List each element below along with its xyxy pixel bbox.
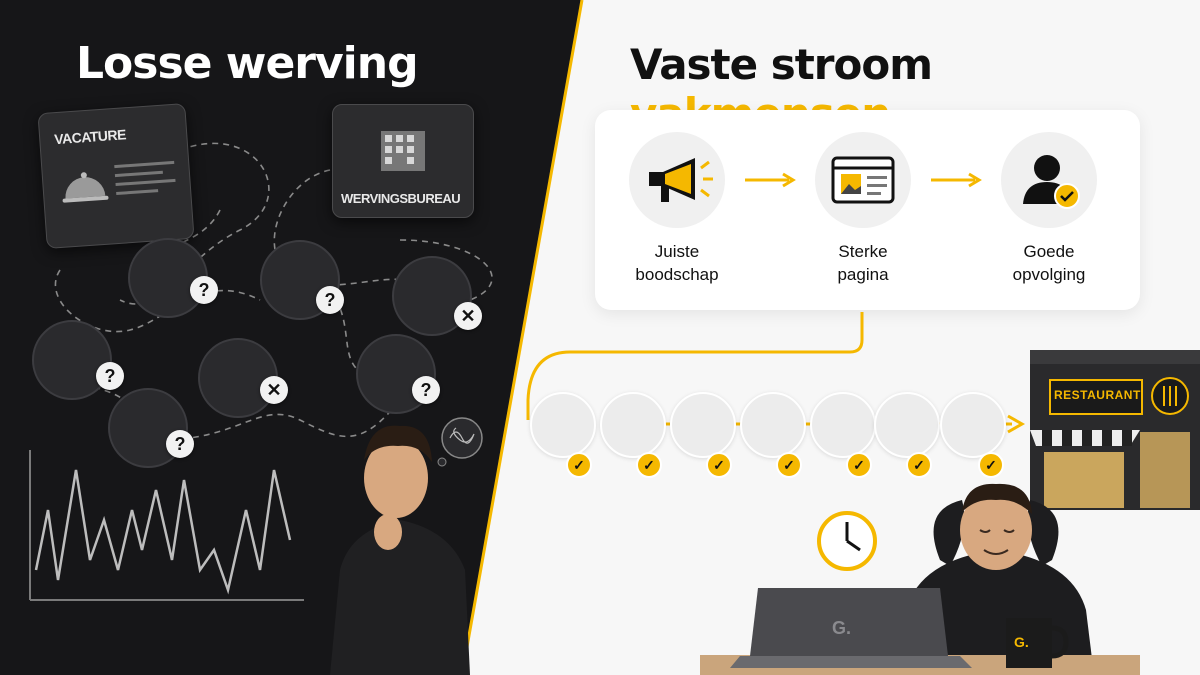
step-circle [815,132,911,228]
restaurant-sign: RESTAURANT [1054,388,1141,402]
arrow-icon [745,172,796,188]
reject-badge: ✕ [454,302,482,330]
cloche-icon [62,172,109,203]
thought-bubble-icon [437,417,483,467]
confused-person [330,425,470,675]
wervingsbureau-label: WERVINGSBUREAU [341,191,461,206]
webpage-icon [831,156,895,204]
candidate-avatar [392,256,472,336]
team-member-avatar [740,392,806,458]
wervingsbureau-card: WERVINGSBUREAU [332,104,474,218]
right-title-main: Vaste stroom [630,40,933,89]
user-check-icon [1023,155,1080,209]
team-member-avatar [810,392,876,458]
question-badge: ? [166,430,194,458]
team-member-avatar [670,392,736,458]
step-circle [1001,132,1097,228]
volatile-line-chart [29,450,304,601]
team-member-avatar [940,392,1006,458]
office-building-icon [381,131,425,171]
candidate-avatar [32,320,112,400]
team-member-avatar [600,392,666,458]
check-badge: ✓ [906,452,932,478]
reject-badge: ✕ [260,376,288,404]
question-badge: ? [316,286,344,314]
laptop-logo: G. [832,618,852,638]
arrow-icon [931,172,982,188]
check-badge: ✓ [846,452,872,478]
text-lines [114,155,177,201]
step-circle [629,132,725,228]
left-title: Losse werving [76,38,419,89]
mug-logo: G. [1014,634,1029,650]
check-badge: ✓ [776,452,802,478]
question-badge: ? [412,376,440,404]
check-badge: ✓ [636,452,662,478]
megaphone-icon [649,158,713,202]
restaurant-building [1030,350,1200,510]
check-badge: ✓ [978,452,1004,478]
question-badge: ? [190,276,218,304]
question-badge: ? [96,362,124,390]
relaxed-person-scene [700,483,1140,675]
vacature-label: VACATURE [53,126,127,148]
team-member-avatar [530,392,596,458]
clock-icon [817,511,877,571]
check-badge: ✓ [566,452,592,478]
check-badge: ✓ [706,452,732,478]
vacature-card: VACATURE [37,103,195,249]
team-member-avatar [874,392,940,458]
